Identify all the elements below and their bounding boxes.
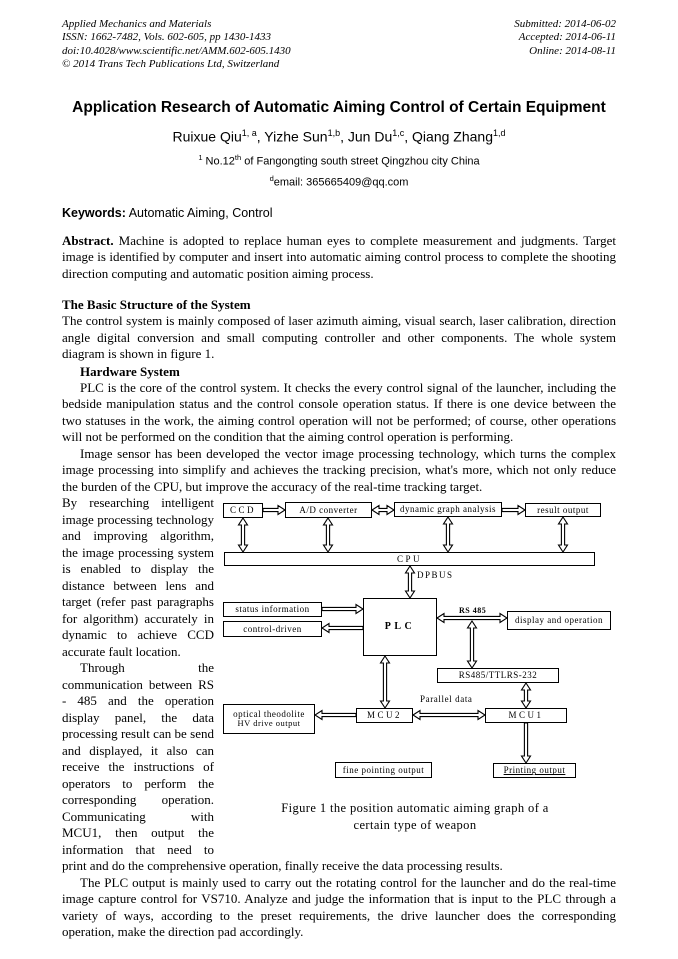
affiliation-marker: 1: [198, 153, 203, 163]
ordinal-suffix: th: [234, 153, 242, 163]
diagram-node-result-output: result output: [525, 503, 601, 518]
diagram-node-printing-output: Printing output: [493, 763, 576, 779]
author-affil-mark: 1,b: [327, 127, 341, 138]
affiliation-text: of Fangongting south street Qingzhou cit…: [241, 155, 480, 168]
diagram-node-dynamic-graph-analysis: dynamic graph analysis: [394, 502, 502, 518]
author-name: Jun Du: [347, 128, 393, 145]
diagram-label-dpbus: DPBUS: [417, 570, 454, 581]
diagram-node-fine-pointing-output: fine pointing output: [335, 762, 432, 779]
keywords-text: Automatic Aiming, Control: [125, 205, 273, 220]
journal-name: Applied Mechanics and Materials: [62, 18, 212, 30]
affiliation-line: 1 No.12th of Fangongting south street Qi…: [62, 153, 616, 168]
diagram-node-ad-converter: A/D converter: [285, 502, 372, 519]
diagram-node-cpu: CPU: [224, 552, 595, 567]
figure-caption-line1: Figure 1 the position automatic aiming g…: [281, 801, 549, 816]
email-marker: d: [269, 173, 274, 183]
journal-copyright: © 2014 Trans Tech Publications Ltd, Swit…: [62, 58, 280, 71]
diagram-node-rs485-ttlrs232: RS485/TTLRS-232: [437, 668, 559, 684]
diagram-node-display-and-operation: display and operation: [507, 611, 611, 631]
diagram-label-rs485: RS 485: [459, 606, 487, 616]
abstract-paragraph: Abstract. Machine is adopted to replace …: [62, 233, 616, 283]
paragraph-hardware-1: PLC is the core of the control system. I…: [62, 379, 616, 445]
diagram-node-mcu1: MCU1: [485, 708, 567, 724]
figure-caption: Figure 1 the position automatic aiming g…: [214, 800, 616, 834]
figure-1: CCD A/D converter dynamic graph analysis…: [214, 497, 616, 840]
journal-info: Applied Mechanics and Materials ISSN: 16…: [62, 18, 291, 72]
date-accepted: Accepted: 2014-06-11: [518, 31, 616, 44]
diagram-node-optical-theodolite: optical theodolite HV drive output: [223, 704, 315, 735]
diagram-node-ccd: CCD: [223, 503, 263, 519]
author-name: Yizhe Sun: [264, 128, 328, 145]
journal-doi: doi:10.4028/www.scientific.net/AMM.602-6…: [62, 44, 291, 57]
abstract-text: Machine is adopted to replace human eyes…: [62, 232, 616, 281]
section-heading-basic-structure: The Basic Structure of the System: [62, 297, 251, 313]
author-separator: ,: [256, 128, 265, 145]
diagram-node-mcu2: MCU2: [356, 708, 413, 724]
page-header: Applied Mechanics and Materials ISSN: 16…: [62, 18, 616, 72]
author-affil-mark: 1, a: [241, 127, 257, 138]
author-name: Qiang Zhang: [412, 128, 493, 145]
author-name: Ruixue Qiu: [172, 128, 242, 145]
email-line: demail: 365665409@qq.com: [62, 174, 616, 189]
paragraph-basic-structure: The control system is mainly composed of…: [62, 313, 616, 362]
system-block-diagram: CCD A/D converter dynamic graph analysis…: [220, 497, 616, 785]
diagram-node-optical-theodolite-line1: optical theodolite: [233, 709, 305, 720]
keywords-line: Keywords: Automatic Aiming, Control: [62, 206, 616, 220]
date-online: Online: 2014-08-11: [529, 44, 616, 57]
keywords-label: Keywords:: [62, 205, 126, 220]
printing-output-label: Printing output: [503, 765, 566, 776]
diagram-node-hv-drive-output: HV drive output: [237, 718, 301, 729]
email-text: email: 365665409@qq.com: [273, 176, 409, 189]
paragraph-hardware-2: Image sensor has been developed the vect…: [62, 445, 616, 494]
diagram-node-status-information: status information: [223, 602, 322, 618]
paragraph-wrap-2: Through the communication between RS - 4…: [62, 660, 503, 874]
paper-title: Application Research of Automatic Aiming…: [72, 98, 606, 116]
date-submitted: Submitted: 2014-06-02: [514, 18, 616, 30]
diagram-node-control-driven: control-driven: [223, 621, 322, 638]
author-separator: ,: [340, 128, 348, 145]
author-affil-mark: 1,d: [493, 127, 506, 138]
figure-caption-line2: certain type of weapon: [353, 817, 477, 832]
submission-dates: Submitted: 2014-06-02 Accepted: 2014-06-…: [514, 18, 616, 72]
authors-line: Ruixue Qiu1, a, Yizhe Sun1,b, Jun Du1,c,…: [62, 128, 616, 145]
paragraph-closing: The PLC output is mainly used to carry o…: [62, 874, 616, 940]
journal-issn: ISSN: 1662-7482, Vols. 602-605, pp 1430-…: [62, 31, 271, 44]
author-affil-mark: 1,c: [392, 127, 405, 138]
affiliation-text: No.12: [202, 155, 235, 168]
abstract-label: Abstract.: [62, 232, 114, 248]
subsection-heading-hardware: Hardware System: [80, 363, 180, 379]
author-separator: ,: [404, 128, 413, 145]
paragraph-wrap-1: By researching intelligent image process…: [62, 495, 214, 659]
diagram-node-plc: PLC: [363, 598, 437, 657]
diagram-label-parallel-data: Parallel data: [420, 694, 473, 705]
